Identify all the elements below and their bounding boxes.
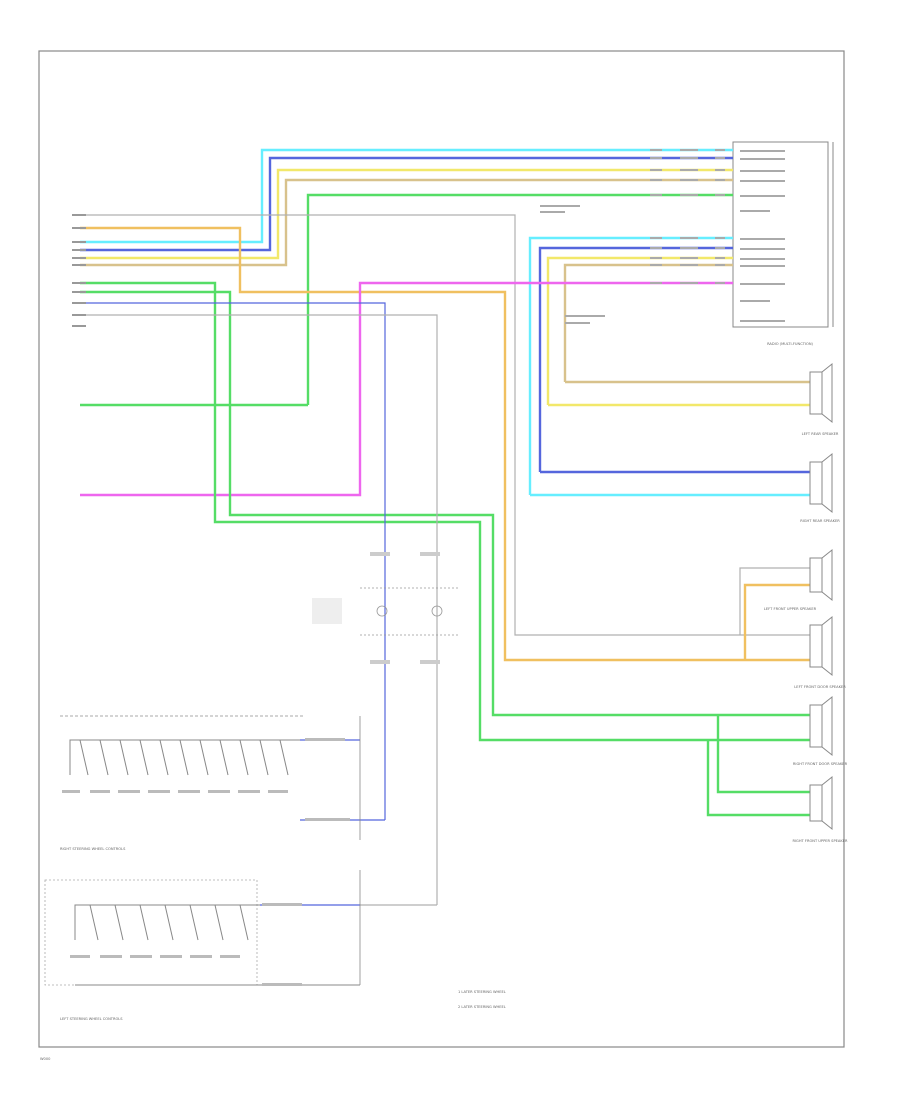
diagram-frame <box>38 50 845 1048</box>
wire-yellow <box>80 168 733 260</box>
speaker-right-front-door <box>809 695 833 757</box>
caption-right-rear: RIGHT REAR SPEAKER <box>800 519 840 523</box>
caption-right-front-upper: RIGHT FRONT UPPER SPEAKER <box>793 839 848 843</box>
wire-rfu-green2 <box>706 740 810 817</box>
right-steering-wheel-controls <box>60 715 361 840</box>
wire-cyan <box>80 148 733 244</box>
caption-left-rear: LEFT REAR SPEAKER <box>802 432 839 436</box>
legend-note-1: 1 LATER STEERING WHEEL <box>458 990 506 994</box>
wire-blue <box>80 156 733 252</box>
wire-group <box>80 148 810 906</box>
radio-pin-labels <box>540 149 785 324</box>
wire-tan <box>80 178 733 267</box>
wire-upper-orange <box>743 583 810 660</box>
speaker-right-front-upper <box>809 775 833 831</box>
wire-gray-upper <box>80 214 733 636</box>
wire-tan-lower <box>563 263 733 382</box>
wire-yellow-lower <box>546 256 733 405</box>
caption-left-front-upper: LEFT FRONT UPPER SPEAKER <box>764 607 817 611</box>
speaker-left-front-upper <box>809 548 833 602</box>
wire-blue-lower <box>538 246 733 472</box>
footer-code: W000 <box>40 1057 51 1061</box>
speaker-left-front-door <box>809 615 833 677</box>
wire-cyan-lower <box>528 236 733 495</box>
caption-radio: RADIO (MULTI-FUNCTION) <box>767 342 813 346</box>
radio-connector <box>732 141 829 328</box>
clockspring <box>312 552 460 664</box>
caption-left-front-door: LEFT FRONT DOOR SPEAKER <box>794 685 846 689</box>
left-pin-labels <box>72 214 86 327</box>
legend-note-2: 2 LATER STEERING WHEEL <box>458 1005 506 1009</box>
speaker-right-rear <box>809 452 833 514</box>
caption-right-front-door: RIGHT FRONT DOOR SPEAKER <box>793 762 848 766</box>
caption-right-controls: RIGHT STEERING WHEEL CONTROLS <box>60 847 126 851</box>
wire-rfu-green1 <box>716 715 810 794</box>
wire-orange <box>80 226 733 662</box>
left-steering-wheel-controls <box>44 870 361 986</box>
speaker-left-rear <box>809 362 833 424</box>
wire-green-upper <box>306 193 733 405</box>
wire-upper-gray <box>739 567 810 635</box>
caption-left-controls: LEFT STEERING WHEEL CONTROLS <box>60 1017 123 1021</box>
wire-blue-c <box>80 302 386 820</box>
wire-green-c <box>80 290 733 717</box>
wire-magenta <box>80 281 733 497</box>
wire-gray-c <box>80 314 438 905</box>
wire-green-b <box>80 281 733 742</box>
